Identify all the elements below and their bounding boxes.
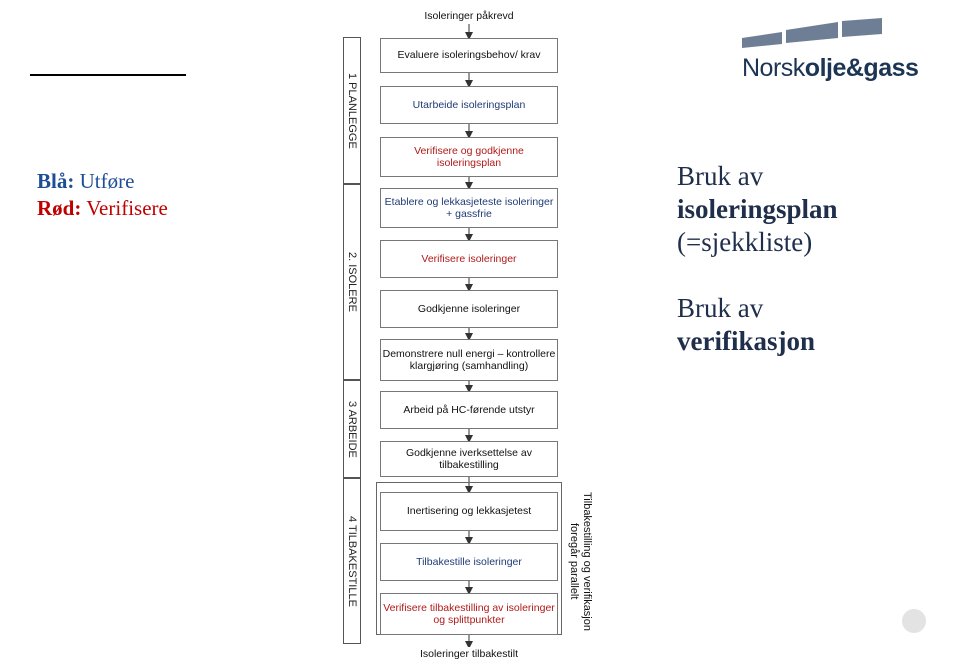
phase-column-restore xyxy=(343,478,361,644)
parallel-note: Tilbakestilling og verifikasjon foregår … xyxy=(568,491,593,631)
right-panel-line1: Bruk av xyxy=(677,161,764,191)
right-panel-line4: Bruk av xyxy=(677,293,764,323)
flow-step-approve: Godkjenne isoleringer xyxy=(380,290,558,328)
phase-column-work xyxy=(343,380,361,478)
flow-step-evaluate: Evaluere isoleringsbehov/ krav xyxy=(380,38,558,73)
color-legend: Blå: Utføre Rød: Verifisere xyxy=(37,168,168,222)
legend-red-value: Verifisere xyxy=(86,196,168,220)
header-rule xyxy=(30,74,186,76)
phase-column-isolate xyxy=(343,184,361,380)
phase-label-isolate: 2. ISOLERE xyxy=(346,252,358,312)
legend-red-key: Rød: xyxy=(37,196,82,220)
phase-label-work: 3 ARBEIDE xyxy=(346,400,358,458)
flow-step-verify-isolations: Verifisere isoleringer xyxy=(380,240,558,278)
right-panel-line3: (=sjekkliste) xyxy=(677,227,813,257)
legend-blue-value: Utføre xyxy=(79,169,135,193)
flow-step-verify-restore: Verifisere tilbakestilling av isoleringe… xyxy=(380,593,558,635)
flow-step-demonstrate: Demonstrere null energi – kontrollere kl… xyxy=(380,339,558,381)
flow-step-prepare-plan: Utarbeide isoleringsplan xyxy=(380,86,558,124)
right-panel-line2: isoleringsplan xyxy=(677,194,838,224)
logo-text: Norskolje&gass xyxy=(742,54,919,82)
phase-label-plan: 1 PLANLEGGE xyxy=(346,72,358,149)
phase-column-plan xyxy=(343,37,361,184)
legend-blue-key: Blå: xyxy=(37,169,75,193)
norsk-olje-gass-logo: Norskolje&gass xyxy=(742,18,919,84)
phase-label-restore: 4 TILBAKESTILLE xyxy=(346,515,358,607)
logo-bars-icon xyxy=(742,18,882,48)
right-panel-line5: verifikasjon xyxy=(677,326,815,356)
flow-end: Isoleringer tilbakestilt xyxy=(380,647,558,662)
flow-step-approve-restore: Godkjenne iverksettelse av tilbakestilli… xyxy=(380,441,558,477)
flow-step-inerting: Inertisering og lekkasjetest xyxy=(380,492,558,531)
slide-nav-dot[interactable] xyxy=(902,609,926,633)
flow-start: Isoleringer påkrevd xyxy=(380,9,558,24)
flow-step-restore: Tilbakestille isoleringer xyxy=(380,543,558,581)
flow-step-establish: Etablere og lekkasjeteste isoleringer + … xyxy=(380,188,558,228)
flow-step-work: Arbeid på HC-førende utstyr xyxy=(380,391,558,429)
flow-step-verify-plan: Verifisere og godkjenne isoleringsplan xyxy=(380,137,558,177)
